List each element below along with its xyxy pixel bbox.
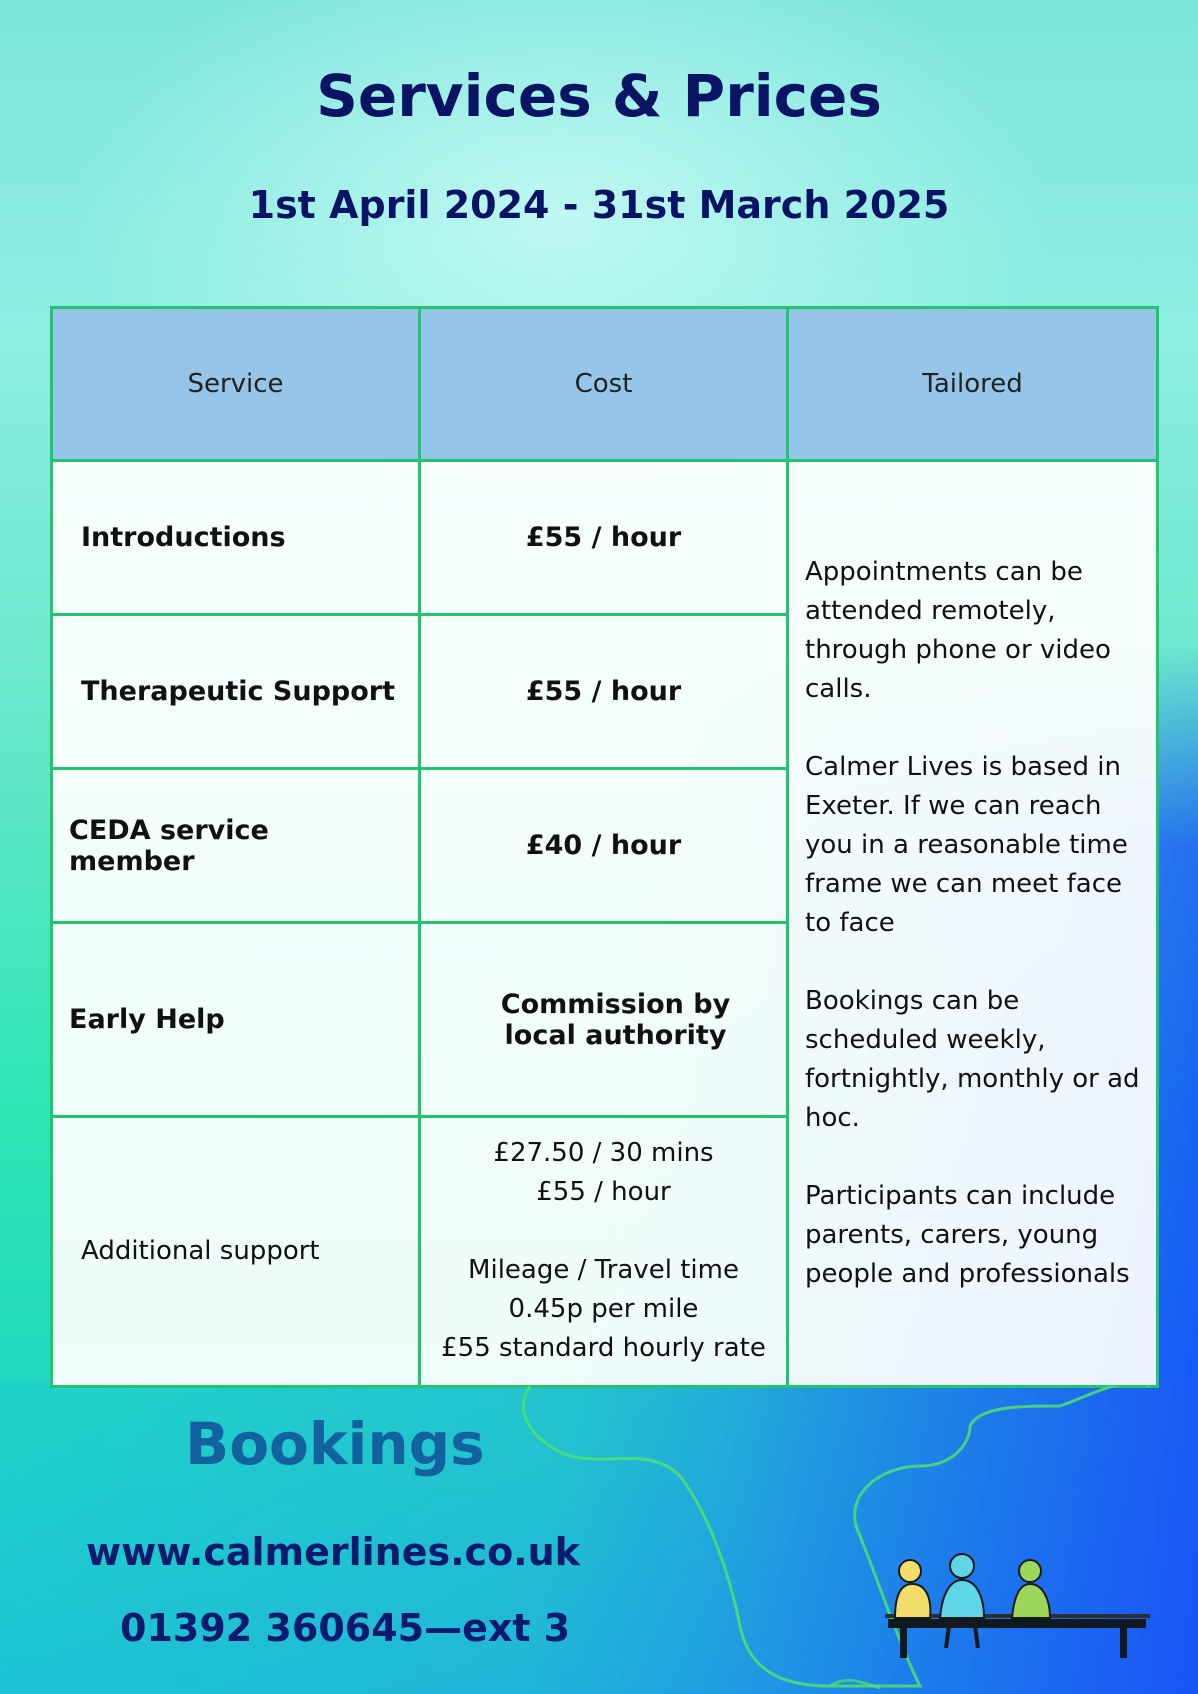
- cost-line: £55 / hour: [536, 1177, 671, 1208]
- column-header-cost: Cost: [418, 306, 789, 462]
- page-title: Services & Prices: [316, 62, 882, 130]
- phone-number: 01392 360645—ext 3: [120, 1606, 571, 1650]
- website-link[interactable]: www.calmerlines.co.uk: [86, 1530, 580, 1574]
- table-header-row: Service Cost Tailored: [50, 306, 1159, 462]
- cost-line: 0.45p per mile: [508, 1294, 699, 1325]
- cost-line: Mileage / Travel time: [468, 1255, 739, 1286]
- service-cell: Early Help: [50, 921, 421, 1118]
- cost-cell: £55 / hour: [418, 458, 789, 617]
- tailored-paragraph: Participants can include parents, carers…: [805, 1181, 1130, 1289]
- cost-cell: £27.50 / 30 mins £55 / hour Mileage / Tr…: [418, 1114, 789, 1389]
- price-table: Service Cost Tailored Introductions £55 …: [50, 306, 1159, 1389]
- cost-cell: Commission by local authority: [418, 921, 789, 1118]
- column-header-service: Service: [50, 306, 421, 462]
- cost-line: £55 standard hourly rate: [441, 1333, 766, 1364]
- cost-cell: £40 / hour: [418, 767, 789, 925]
- bookings-heading: Bookings: [185, 1410, 485, 1478]
- cost-line: £27.50 / 30 mins: [493, 1138, 714, 1169]
- table-row: Introductions £55 / hour Appointments ca…: [50, 458, 1159, 1388]
- service-cell: Introductions: [50, 458, 421, 617]
- column-header-tailored: Tailored: [786, 306, 1159, 462]
- table-row: Additional support £27.50 / 30 mins £55 …: [50, 1114, 1158, 1389]
- tailored-paragraph: Bookings can be scheduled weekly, fortni…: [805, 986, 1140, 1133]
- table-row: CEDA service member £40 / hour: [50, 767, 1158, 925]
- people-on-bench-illustration-icon: [522, 1386, 1150, 1690]
- table-row: Therapeutic Support £55 / hour: [50, 613, 1158, 771]
- cost-cell: £55 / hour: [418, 613, 789, 771]
- date-range: 1st April 2024 - 31st March 2025: [248, 183, 950, 227]
- tailored-paragraph: Appointments can be attended remotely, t…: [805, 557, 1111, 704]
- service-cell: CEDA service member: [50, 767, 421, 925]
- service-cell: Additional support: [50, 1114, 421, 1389]
- service-cell: Therapeutic Support: [50, 613, 421, 771]
- tailored-paragraph: Calmer Lives is based in Exeter. If we c…: [805, 752, 1128, 938]
- tailored-info-cell: Appointments can be attended remotely, t…: [786, 459, 1159, 1388]
- table-row: Early Help Commission by local authority: [50, 921, 1158, 1118]
